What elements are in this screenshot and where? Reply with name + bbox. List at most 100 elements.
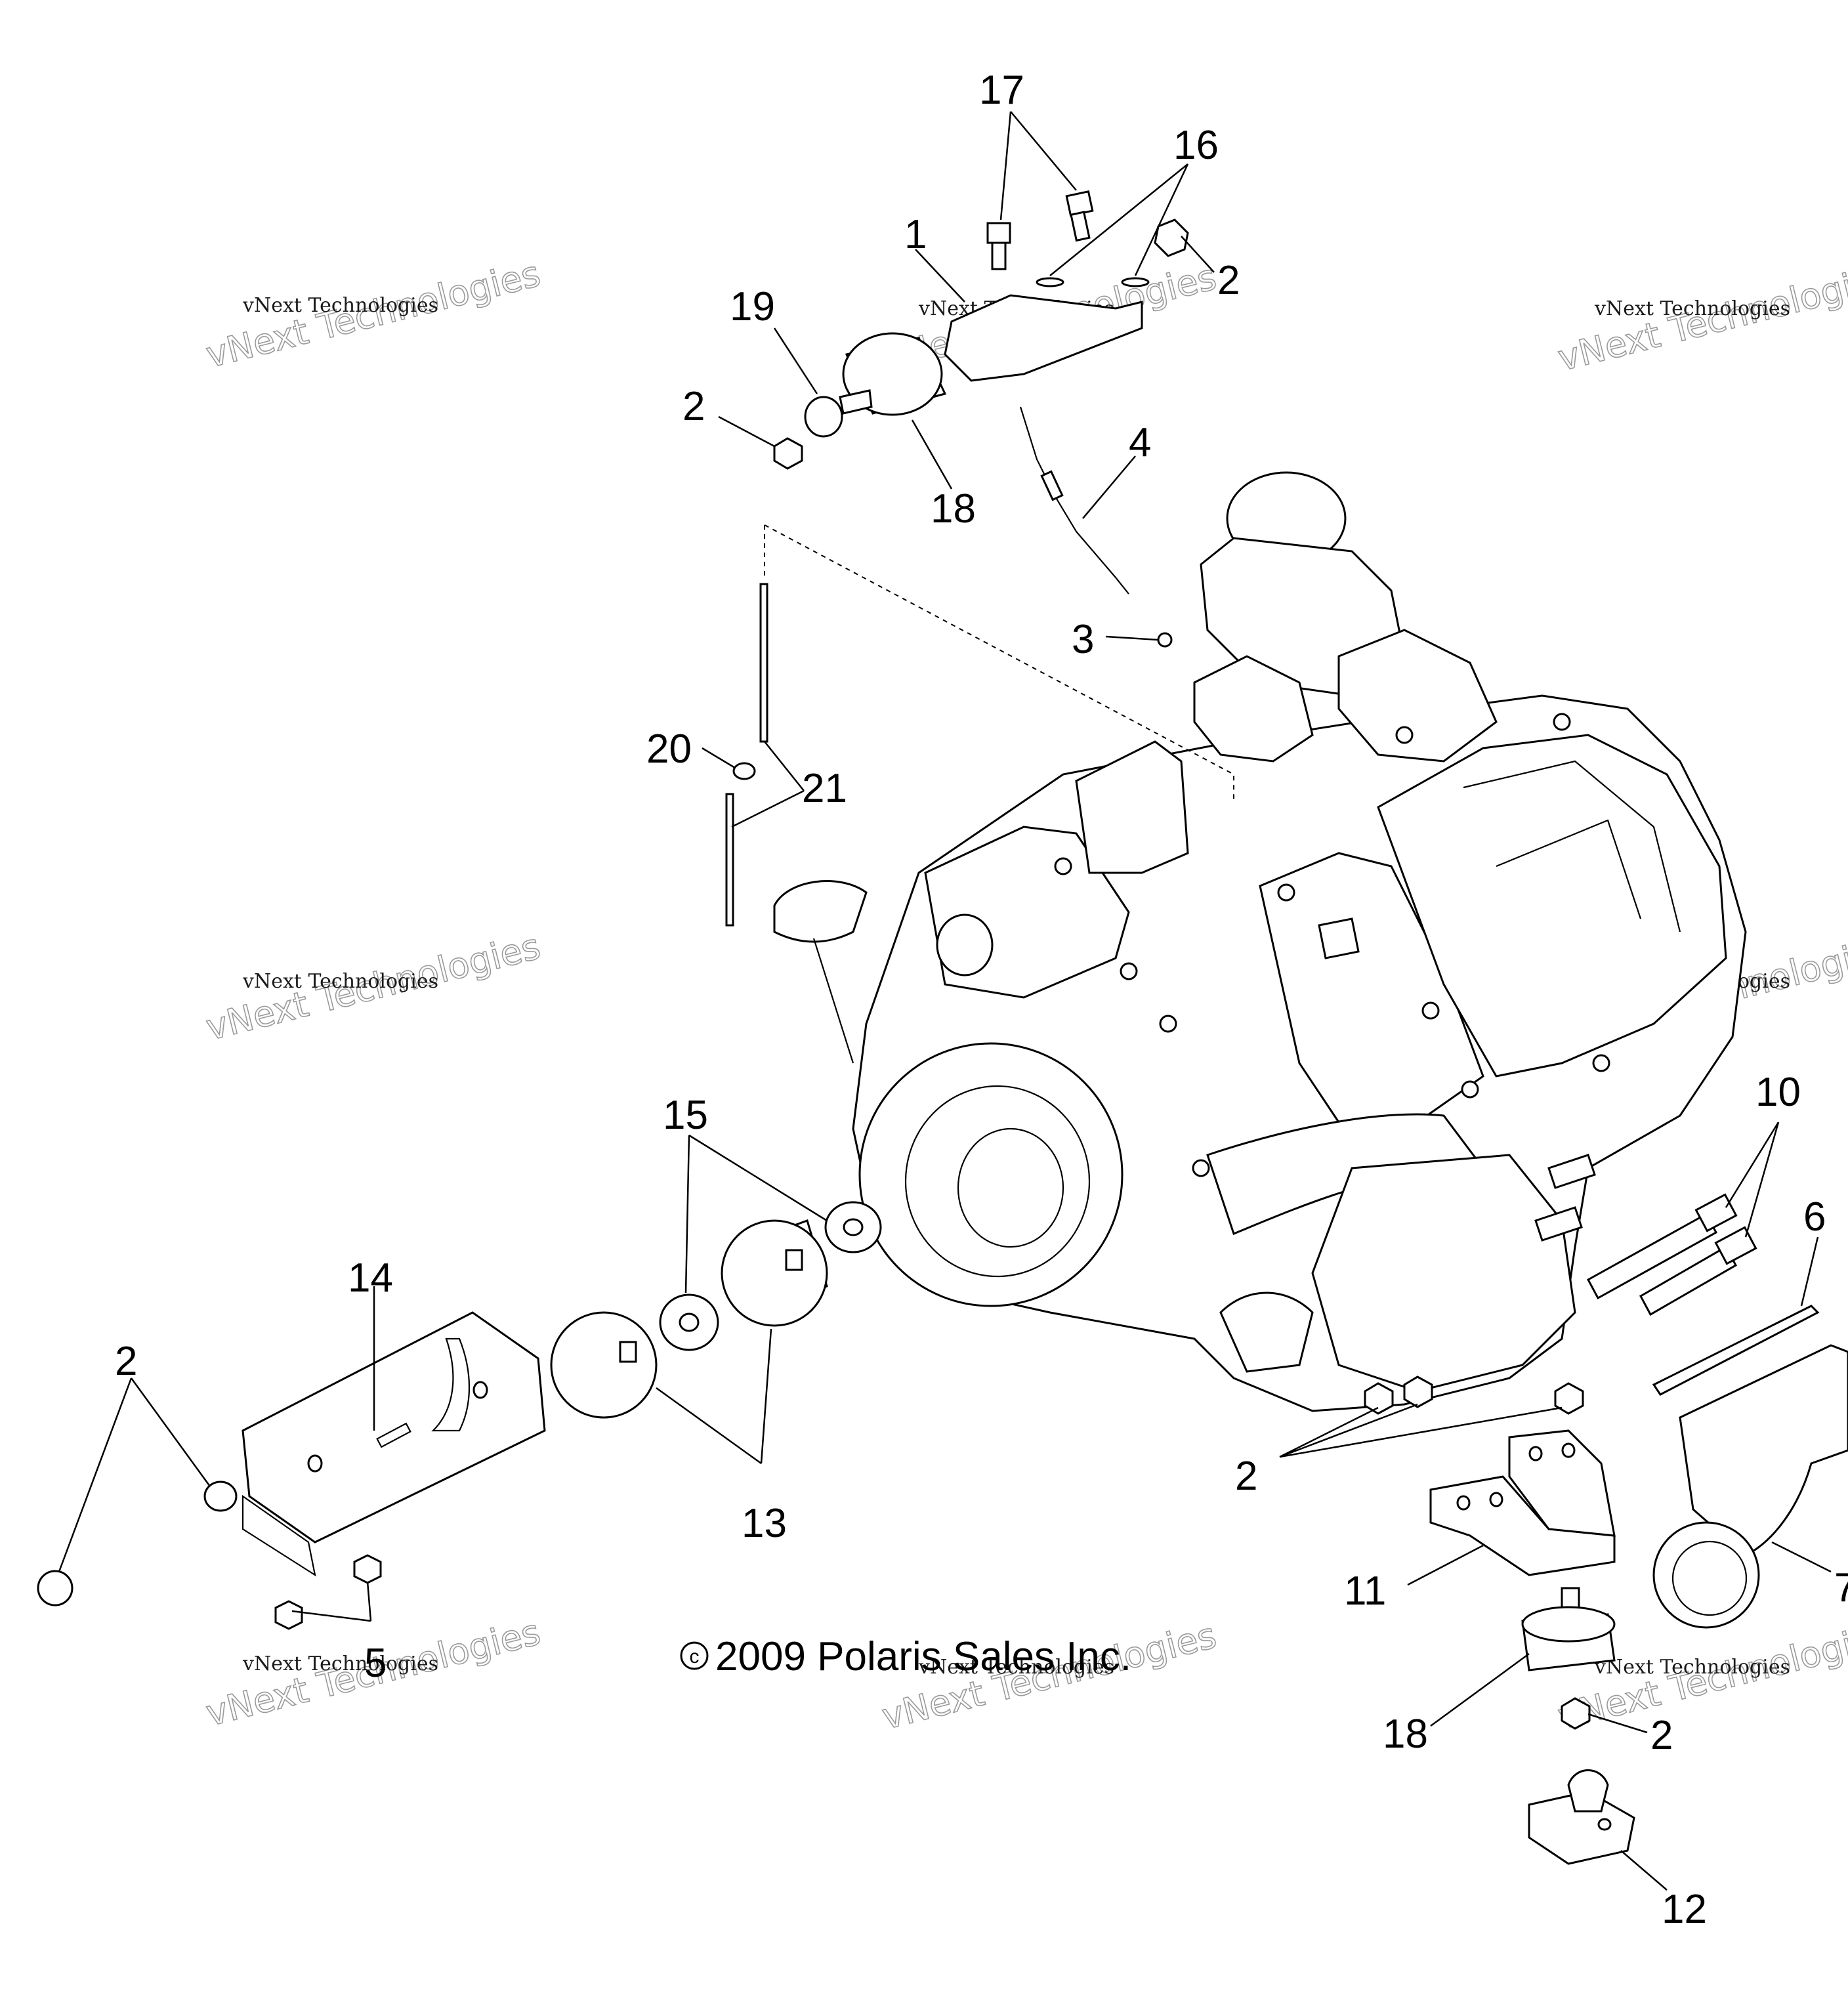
breather-fitting	[1547, 1154, 1596, 1189]
washer-hole	[679, 1312, 700, 1332]
copyright-symbol: c	[690, 1646, 700, 1668]
part-12-heat-shield	[1528, 1769, 1635, 1865]
assembly-guide-line	[764, 524, 1234, 801]
transmission-case	[1311, 1154, 1576, 1393]
part-10-bolts	[1586, 1193, 1757, 1316]
vent-tube-upper	[759, 583, 768, 743]
bolt	[1277, 883, 1295, 902]
washer-hole	[843, 1218, 864, 1236]
bolt	[1054, 857, 1072, 875]
part-2-nut	[773, 437, 803, 470]
callout-2: 2	[1217, 258, 1240, 303]
callout-6: 6	[1803, 1194, 1826, 1240]
rear-valve-cover	[1377, 734, 1727, 1078]
callout-7: 7	[1834, 1565, 1848, 1610]
leader-lines	[58, 111, 1832, 1891]
callout-18: 18	[1383, 1712, 1428, 1757]
part-2-nut	[1364, 1382, 1394, 1415]
coolant-hose-lower	[1219, 1292, 1314, 1373]
part-5-nut	[274, 1600, 303, 1630]
valve-cover-ridge	[1463, 760, 1681, 933]
starter-end	[936, 914, 994, 976]
bracket-hole	[472, 1381, 488, 1399]
callout-numbers: 1 2 2 2 2 2 3 4 5 6 7 10 11 12 13 14 15 …	[115, 68, 1848, 1932]
callout-11: 11	[1344, 1568, 1386, 1614]
bracket-slot	[431, 1337, 471, 1432]
bolt-shank	[1586, 1212, 1718, 1300]
bracket-plate	[1429, 1475, 1616, 1576]
screw-head	[986, 222, 1011, 244]
sensor	[1318, 917, 1360, 959]
cable-adjuster	[1040, 470, 1064, 501]
part-13-mount	[550, 1311, 658, 1419]
throttle-body	[1193, 655, 1314, 763]
callout-17: 17	[979, 68, 1024, 113]
bolt	[1192, 1159, 1210, 1177]
bracket-hole	[1489, 1492, 1503, 1507]
mount-stud	[785, 1249, 803, 1271]
bracket-flange	[242, 1494, 316, 1577]
spacer	[1036, 277, 1064, 287]
part-2-nut	[1154, 219, 1189, 257]
engine-assembly	[773, 471, 1747, 1412]
spacer	[1121, 277, 1150, 287]
part-2-nut	[1561, 1697, 1591, 1730]
screw-head	[1065, 190, 1094, 217]
stator-cover	[858, 1042, 1124, 1307]
pipe-outlet-inner	[1671, 1540, 1748, 1616]
callout-3: 3	[1072, 617, 1094, 662]
part-18-upper-mount	[839, 332, 947, 416]
part-14-front-bracket	[242, 1311, 546, 1577]
screw-shank	[1070, 211, 1091, 242]
pipe-outlet	[1652, 1521, 1760, 1629]
mount-stud	[839, 389, 873, 415]
part-1-upper-bracket	[944, 294, 1143, 382]
bracket-hole	[1456, 1495, 1471, 1511]
bracket-stamp	[376, 1422, 411, 1448]
mount-face	[550, 1311, 658, 1419]
shield-hole	[1597, 1818, 1612, 1831]
bracket-hole	[1528, 1446, 1543, 1461]
callout-1: 1	[904, 212, 927, 257]
mount-stud	[619, 1341, 637, 1363]
stator-cover-ring	[904, 1085, 1091, 1278]
mount-face	[721, 1219, 828, 1327]
callout-2: 2	[115, 1339, 137, 1384]
breather-fitting	[1534, 1206, 1583, 1242]
part-19-washer	[804, 396, 843, 438]
callout-4: 4	[1129, 420, 1151, 465]
copyright-text: 2009 Polaris Sales Inc.	[715, 1634, 1131, 1679]
air-box-boot	[1075, 740, 1189, 874]
part-2-nut	[1403, 1376, 1433, 1408]
part-13-mount	[721, 1219, 828, 1327]
callout-14: 14	[348, 1255, 393, 1301]
callout-15: 15	[663, 1093, 708, 1138]
copyright-notice: c 2009 Polaris Sales Inc.	[680, 1634, 1131, 1679]
mount-top	[1521, 1606, 1616, 1643]
part-3-nut	[1157, 632, 1173, 648]
callout-2: 2	[1650, 1713, 1673, 1758]
part-7-exhaust-pipe	[1652, 1344, 1848, 1629]
part-2-nut	[1554, 1382, 1584, 1415]
callout-2: 2	[682, 384, 705, 429]
bolt	[1120, 962, 1138, 980]
part-11-rear-bracket	[1429, 1429, 1616, 1576]
watermark-small: vNext Technologies	[1594, 1656, 1790, 1679]
bracket-hole	[1561, 1442, 1576, 1458]
bolt-shank	[1639, 1245, 1738, 1316]
valve-cover-ridge	[1496, 819, 1642, 919]
watermark-small: vNext Technologies	[1594, 297, 1790, 320]
part-6-gasket	[1652, 1305, 1820, 1396]
callout-12: 12	[1662, 1887, 1707, 1932]
callout-13: 13	[742, 1501, 787, 1546]
callout-2: 2	[1235, 1454, 1257, 1499]
callout-21: 21	[802, 766, 847, 811]
screw-shank	[991, 242, 1007, 270]
stator-cover-hub	[957, 1127, 1064, 1248]
watermark-small: vNext Technologies	[242, 294, 438, 317]
callout-20: 20	[646, 726, 692, 772]
shift-arm	[812, 938, 854, 1064]
bracket-hole	[307, 1454, 323, 1473]
callout-5: 5	[364, 1641, 387, 1686]
